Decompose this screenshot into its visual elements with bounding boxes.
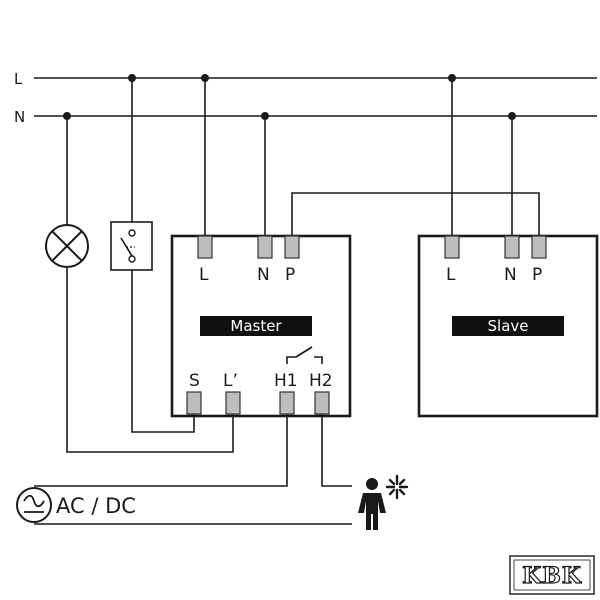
- live-rail: L: [14, 70, 597, 88]
- slave-label-l: L: [446, 265, 456, 285]
- switch-icon: [110, 221, 153, 271]
- master-terminal-p: [284, 235, 300, 259]
- slave-label-n: N: [504, 265, 517, 285]
- slave-label-p: P: [532, 265, 542, 285]
- master-title-bar: [200, 316, 312, 336]
- master-label-n: N: [257, 265, 270, 285]
- junction-dots: [63, 74, 516, 120]
- live-rail-label: L: [14, 70, 23, 88]
- neutral-rail-label: N: [14, 108, 25, 126]
- slave-terminal-n: [504, 235, 520, 259]
- master-label-h1: H1: [274, 371, 298, 391]
- ac-dc-supply-icon: [16, 487, 52, 523]
- slave-title-bar: [452, 316, 564, 336]
- slave-terminal-p: [531, 235, 547, 259]
- wires: [34, 78, 540, 525]
- logo-text: KBK: [522, 563, 582, 589]
- master-label-l: L: [199, 265, 209, 285]
- slave-title: Slave: [488, 317, 529, 335]
- master-label-s: S: [189, 371, 200, 391]
- relay-contact-icon: [286, 346, 323, 364]
- master-terminal-lprime: [225, 391, 241, 415]
- master-terminal-n: [257, 235, 273, 259]
- neutral-rail: N: [14, 108, 597, 126]
- supply-label: AC / DC: [56, 494, 136, 518]
- master-terminal-l: [197, 235, 213, 259]
- master-label-h2: H2: [309, 371, 333, 391]
- master-title: Master: [230, 317, 282, 335]
- master-terminal-s: [186, 391, 202, 415]
- slave-terminal-l: [444, 235, 460, 259]
- master-unit: L N P Master S L’ H1 H2: [170, 234, 352, 418]
- master-label-lprime: L’: [223, 371, 238, 391]
- motion-sensor-icon: [358, 474, 409, 530]
- master-terminal-h2: [314, 391, 330, 415]
- slave-unit: L N P Slave: [417, 234, 599, 418]
- kbk-logo: KBK: [509, 555, 595, 595]
- master-terminal-h1: [279, 391, 295, 415]
- master-label-p: P: [285, 265, 295, 285]
- lamp-icon: [45, 224, 89, 268]
